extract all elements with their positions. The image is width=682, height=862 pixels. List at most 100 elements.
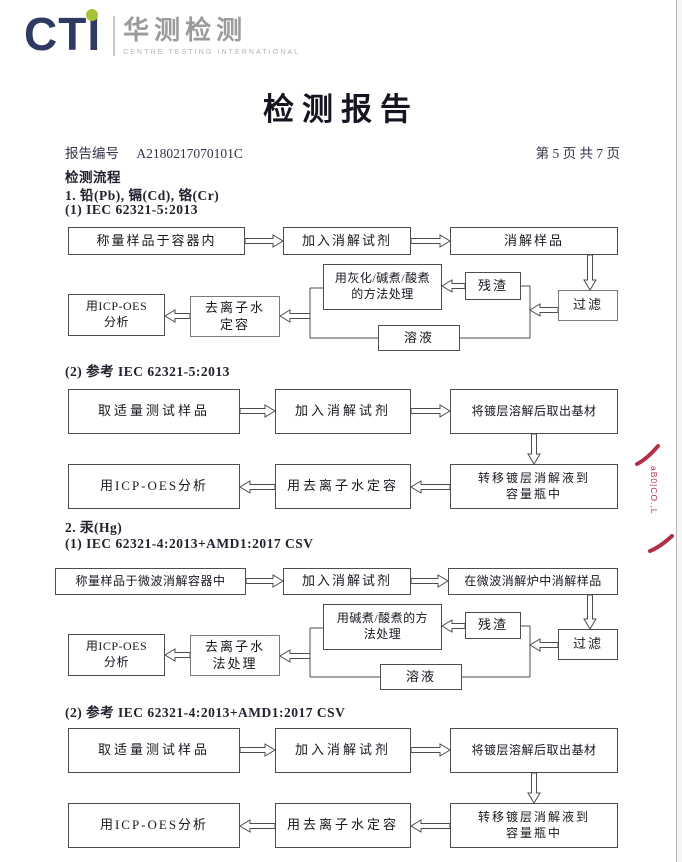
stamp-stroke-top	[635, 444, 660, 466]
flow-box-transfer-to-flask: 转移镀层消解液到容量瓶中	[450, 464, 618, 509]
flow-arrow	[410, 574, 449, 588]
flow-box-residue: 残渣	[465, 272, 521, 300]
flow-box-filter: 过滤	[558, 629, 618, 660]
flow-box-microwave-digest: 在微波消解炉中消解样品	[448, 568, 618, 595]
flow-box-digest-sample: 消解样品	[450, 227, 618, 255]
stamp-stroke-bottom	[648, 534, 674, 553]
flow-box-label: 消解样品	[503, 232, 564, 248]
flow-arrow	[529, 303, 559, 317]
flow-box-label: 在微波消解炉中消解样品	[464, 573, 602, 588]
flow-box-deionized-water-treat: 去离子水法处理	[190, 635, 280, 676]
flow-box-add-digestion-reagent: 加入消解试剂	[283, 227, 411, 255]
flow-arrow	[527, 433, 541, 465]
flow-arrow	[245, 574, 284, 588]
flow-box-icp-oes-analysis: 用ICP-OES分析	[68, 464, 240, 509]
flow-box-add-digestion-reagent: 加入消解试剂	[275, 389, 411, 434]
flow-arrow	[239, 480, 276, 494]
flow-box-dissolve-coating: 将镀层溶解后取出基材	[450, 728, 618, 773]
cti-logo: CTI 华测检测 CENTRE TESTING INTERNATIONAL	[24, 8, 300, 64]
report-number-label: 报告编号	[65, 146, 119, 161]
flow-box-label: 转移镀层消解液到	[477, 470, 590, 485]
flow-box-label: 定容	[219, 316, 250, 332]
flow-arrow	[164, 309, 191, 323]
flow-box-take-test-sample: 取适量测试样品	[68, 728, 240, 773]
flow-box-label: 溶液	[403, 329, 434, 345]
flow-box-add-digestion-reagent: 加入消解试剂	[283, 568, 411, 595]
flow-box-weigh-sample-microwave: 称量样品于微波消解容器中	[55, 568, 246, 595]
flow-box-label: 法处理	[363, 627, 402, 641]
flow-arrow	[239, 404, 276, 418]
flow-box-label: 容量瓶中	[505, 486, 562, 501]
flow-box-label: 加入消解试剂	[294, 403, 391, 419]
flow-arrow	[410, 819, 451, 833]
flow-arrow	[583, 254, 597, 291]
flow-arrow	[583, 594, 597, 630]
flow-box-label: 称量样品于容器内	[96, 232, 217, 248]
flow-box-label: 去离子水	[204, 299, 265, 315]
meta-row: 报告编号 A2180217070101C 第 5 页 共 7 页	[65, 142, 620, 162]
flow-box-label: 取适量测试样品	[97, 742, 210, 758]
flow-arrow	[441, 279, 466, 293]
flow-box-label: 法处理	[212, 655, 258, 671]
flow-arrow	[279, 309, 311, 323]
flow-arrow	[527, 772, 541, 804]
flow-box-boil-treatment: 用碱煮/酸煮的方法处理	[323, 604, 442, 650]
flow-box-label: 去离子水	[204, 638, 265, 654]
flow-arrow	[410, 234, 451, 248]
flow-box-residue: 残渣	[465, 612, 521, 639]
flow-box-label: 将镀层溶解后取出基材	[471, 403, 597, 418]
flow-box-label: 用ICP-OES分析	[99, 817, 209, 833]
flow-box-deionized-water-dilute: 去离子水定容	[190, 296, 280, 337]
flow-arrow	[239, 819, 276, 833]
flow-box-label: 用ICP-OES分析	[99, 478, 209, 494]
scan-edge-line	[676, 0, 677, 862]
flow-process-heading: 检测流程	[65, 170, 121, 185]
flow-box-ashing-treatment: 用灰化/碱煮/酸煮的方法处理	[323, 264, 442, 310]
section1-method2-heading: (2) 参考 IEC 62321-5:2013	[65, 364, 230, 379]
flow-box-label: 用碱煮/酸煮的方	[336, 611, 429, 626]
flow-box-dissolve-coating: 将镀层溶解后取出基材	[450, 389, 618, 434]
flow-arrow	[239, 743, 276, 757]
flow-box-label: 加入消解试剂	[301, 232, 392, 248]
flow-box-weigh-sample-container: 称量样品于容器内	[68, 227, 245, 255]
page-indicator: 第 5 页 共 7 页	[535, 146, 620, 161]
flow-box-transfer-to-flask: 转移镀层消解液到容量瓶中	[450, 803, 618, 848]
logo-divider	[113, 16, 116, 56]
flow-arrow	[164, 648, 191, 662]
report-number-value: A2180217070101C	[136, 146, 243, 161]
section2-method1-heading: (1) IEC 62321-4:2013+AMD1:2017 CSV	[65, 536, 314, 551]
flow-box-label: 过滤	[572, 297, 603, 313]
flow-box-label: 残渣	[477, 277, 508, 293]
section1-heading: 1. 铅(Pb), 镉(Cd), 铬(Cr)	[65, 188, 220, 203]
flow-box-solution: 溶液	[380, 664, 462, 690]
page-title: 检测报告	[263, 92, 419, 127]
flow-box-label: 用ICP-OES	[85, 639, 148, 654]
section2-heading: 2. 汞(Hg)	[65, 520, 123, 535]
scan-strip	[677, 0, 682, 862]
cti-logo-text: CTI	[24, 8, 101, 60]
flow-box-solution: 溶液	[378, 325, 460, 351]
flow-box-deionized-water-dilute: 用去离子水定容	[275, 803, 411, 848]
flow-box-label: 分析	[103, 315, 129, 329]
logo-english-name: CENTRE TESTING INTERNATIONAL	[123, 49, 301, 56]
logo-name-block: 华测检测 CENTRE TESTING INTERNATIONAL	[123, 16, 300, 56]
section1-method1-heading: (1) IEC 62321-5:2013	[65, 202, 198, 217]
flow-box-add-digestion-reagent: 加入消解试剂	[275, 728, 411, 773]
flow-box-label: 加入消解试剂	[294, 742, 391, 758]
flow-box-take-test-sample: 取适量测试样品	[68, 389, 240, 434]
flow-box-label: 称量样品于微波消解容器中	[75, 573, 226, 588]
flow-arrow	[410, 404, 451, 418]
flow-box-label: 用去离子水定容	[286, 817, 399, 833]
flow-arrow	[410, 480, 451, 494]
flow-box-label: 的方法处理	[351, 287, 414, 301]
flow-arrow	[441, 619, 466, 633]
flow-box-label: 容量瓶中	[505, 825, 562, 840]
flow-box-label: 转移镀层消解液到	[477, 809, 590, 824]
flow-box-label: 加入消解试剂	[301, 573, 392, 589]
flow-box-label: 将镀层溶解后取出基材	[471, 742, 597, 757]
flow-box-label: 过滤	[572, 636, 603, 652]
report-number-row: 报告编号 A2180217070101C	[65, 142, 257, 162]
cti-logo-green-dot-icon	[86, 9, 98, 21]
flow-arrow	[279, 649, 311, 663]
